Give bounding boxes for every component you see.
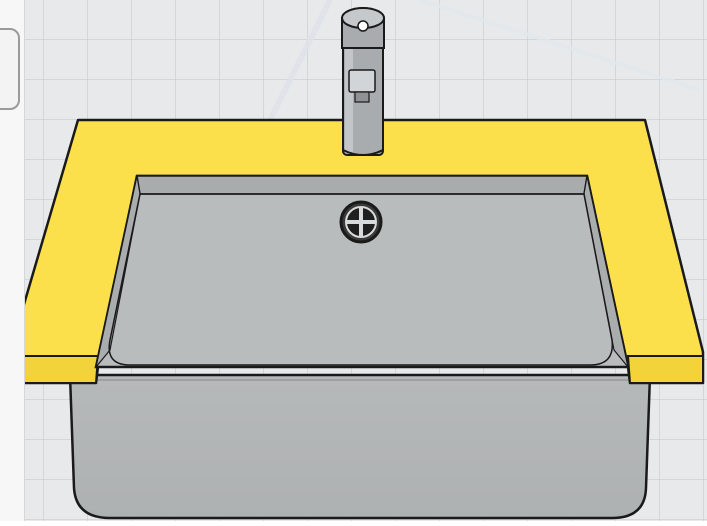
sink-basin-outer — [70, 375, 650, 518]
faucet-icon — [342, 8, 384, 155]
drain-icon — [341, 202, 381, 242]
sink-basin-back-wall — [137, 176, 587, 194]
countertop-edge — [628, 356, 703, 383]
side-panel-button[interactable] — [0, 28, 20, 110]
